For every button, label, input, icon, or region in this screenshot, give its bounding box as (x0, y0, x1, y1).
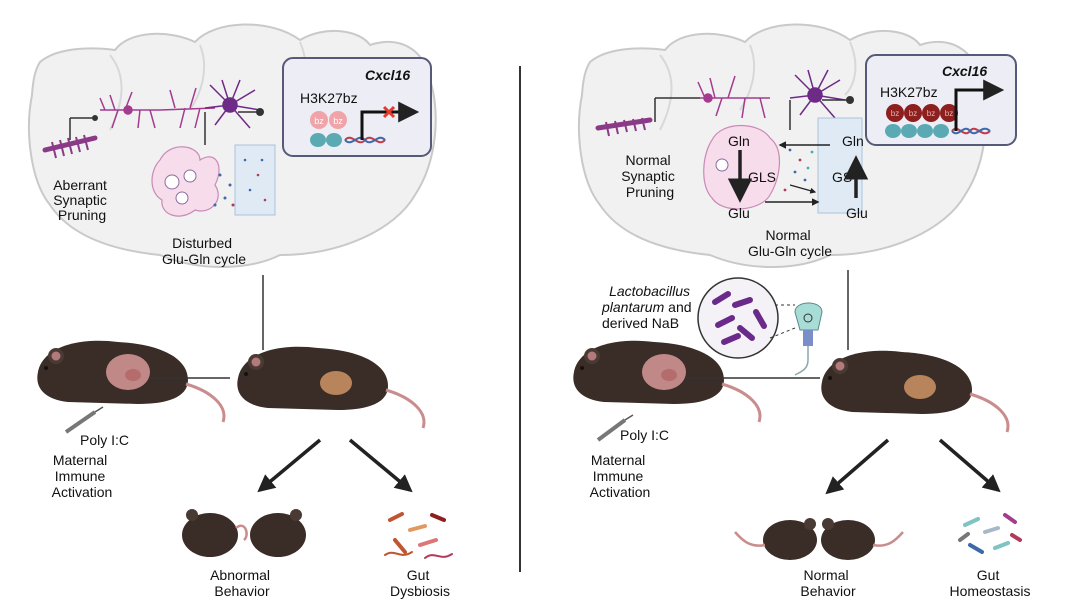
svg-text:Gut Homeostasis: Gut Homeostasis (950, 567, 1031, 599)
right-mia-line-1: Maternal (591, 452, 645, 468)
svg-text:Normal Synaptic Pr: Normal Synaptic Pruning (621, 152, 679, 200)
probiotic-line-1: Lactobacillus (609, 283, 690, 299)
gene-box-right (865, 54, 1017, 146)
arrow-gut-right (938, 438, 1001, 493)
gene-box-left (282, 57, 432, 157)
svg-text:Maternal Immune Ac: Maternal Immune Activation (590, 452, 651, 500)
right-mia-line-3: Activation (590, 484, 651, 500)
arrow-behavior-left (257, 438, 322, 493)
right-mia-line-2: Immune (593, 468, 644, 484)
svg-text:bz: bz (927, 109, 935, 118)
block-x-icon (382, 105, 396, 119)
left-mia-line-1: Maternal (53, 452, 107, 468)
right-cycle-line-2: Glu-Gln cycle (748, 243, 832, 259)
svg-text:Disturbed Glu-Gln cycle: Disturbed Glu-Gln cycle (162, 235, 246, 267)
fighting-mice-icon (182, 509, 306, 557)
gs-label: GS (832, 169, 852, 185)
svg-text:bz: bz (945, 109, 953, 118)
probiotic-line-3: derived NaB (602, 315, 679, 331)
arrow-behavior-right (825, 438, 890, 495)
offspring-mouse-right (819, 349, 1010, 434)
synapse-spine-icon-right (595, 117, 653, 137)
svg-text:Lactobacillus: Lactobacillus (609, 283, 690, 299)
left-synapse-line-3: Pruning (58, 207, 106, 223)
feeding-bottle-icon (794, 302, 823, 376)
gls-label: GLS (748, 169, 776, 185)
right-synapse-line-2: Synaptic (621, 168, 675, 184)
left-gut-line-1: Gut (407, 567, 430, 583)
right-behavior-line-1: Normal (803, 567, 848, 583)
neuron-left (99, 87, 216, 129)
arrow-gut-left (348, 438, 413, 493)
left-behavior-line-1: Abnormal (210, 567, 270, 583)
right-gut-line-2: Homeostasis (950, 583, 1031, 599)
right-synapse-line-3: Pruning (626, 184, 674, 200)
right-cycle-line-1: Normal (765, 227, 810, 243)
left-mia-line-2: Immune (55, 468, 106, 484)
syringe-icon (64, 406, 104, 434)
glu-right: Glu (846, 205, 868, 221)
probiotic-line-2-wrap: plantarum and (601, 299, 692, 315)
svg-text:Abnormal Behavior: Abnormal Behavior (210, 567, 274, 599)
normal-mice-icon (734, 518, 904, 560)
svg-text:bz: bz (891, 109, 899, 118)
svg-text:Normal Behavior: Normal Behavior (800, 567, 856, 599)
left-cycle-line-2: Glu-Gln cycle (162, 251, 246, 267)
astrocyte-left (151, 146, 220, 217)
left-gut-line-2: Dysbiosis (390, 583, 450, 599)
bz-group-right: bz bz bz bz (886, 104, 958, 122)
left-bz-2: bz (333, 116, 343, 126)
left-mia-line-3: Activation (52, 484, 113, 500)
gln-right: Gln (842, 133, 864, 149)
homeostasis-bacteria-icon (958, 513, 1022, 554)
left-behavior-line-2: Behavior (214, 583, 270, 599)
syringe-icon-right (596, 414, 634, 442)
left-histone-mark: H3K27bz (300, 90, 358, 106)
neuron-right (697, 75, 770, 119)
left-synapse-line-2: Synaptic (53, 192, 107, 208)
svg-text:Gut Dysbiosis: Gut Dysbiosis (390, 567, 450, 599)
left-synapse-line-1: Aberrant (53, 177, 107, 193)
glu-left: Glu (728, 205, 750, 221)
probiotic-line-2b: and (668, 299, 691, 315)
gln-left: Gln (728, 133, 750, 149)
left-cycle-line-1: Disturbed (172, 235, 232, 251)
dam-mouse-left (35, 339, 226, 424)
svg-text:Aberrant Synaptic: Aberrant Synaptic Pruning (53, 177, 111, 223)
bacteria-magnifier-icon (697, 277, 796, 359)
left-bz-1: bz (314, 116, 324, 126)
svg-text:Normal Glu-Gln cycle: Normal Glu-Gln cycle (748, 227, 832, 259)
blue-cell-left (234, 144, 276, 216)
right-behavior-line-2: Behavior (800, 583, 856, 599)
right-gut-line-1: Gut (977, 567, 1000, 583)
probiotic-line-2: plantarum (601, 299, 665, 315)
synapse-spine-icon (42, 118, 98, 159)
left-gene-name: Cxcl16 (365, 67, 410, 83)
right-gene-name: Cxcl16 (942, 63, 987, 79)
right-injection-label: Poly I:C (620, 427, 669, 443)
left-injection-label: Poly I:C (80, 432, 129, 448)
svg-text:bz: bz (909, 109, 917, 118)
right-synapse-line-1: Normal (625, 152, 670, 168)
right-panel: Normal Synaptic Pruning Gln Glu GLS Gln … (571, 23, 1031, 599)
neuron-dark-right (789, 69, 846, 119)
dam-mouse-right (571, 339, 762, 424)
dysbiosis-bacteria-icon (384, 512, 453, 559)
left-panel: Aberrant Synaptic Pruning Disturbed Glu-… (28, 23, 453, 599)
neuron-dark-left (204, 79, 261, 129)
right-histone-mark: H3K27bz (880, 84, 938, 100)
offspring-mouse-left (235, 345, 426, 430)
svg-text:Maternal Immune Ac: Maternal Immune Activation (52, 452, 113, 500)
